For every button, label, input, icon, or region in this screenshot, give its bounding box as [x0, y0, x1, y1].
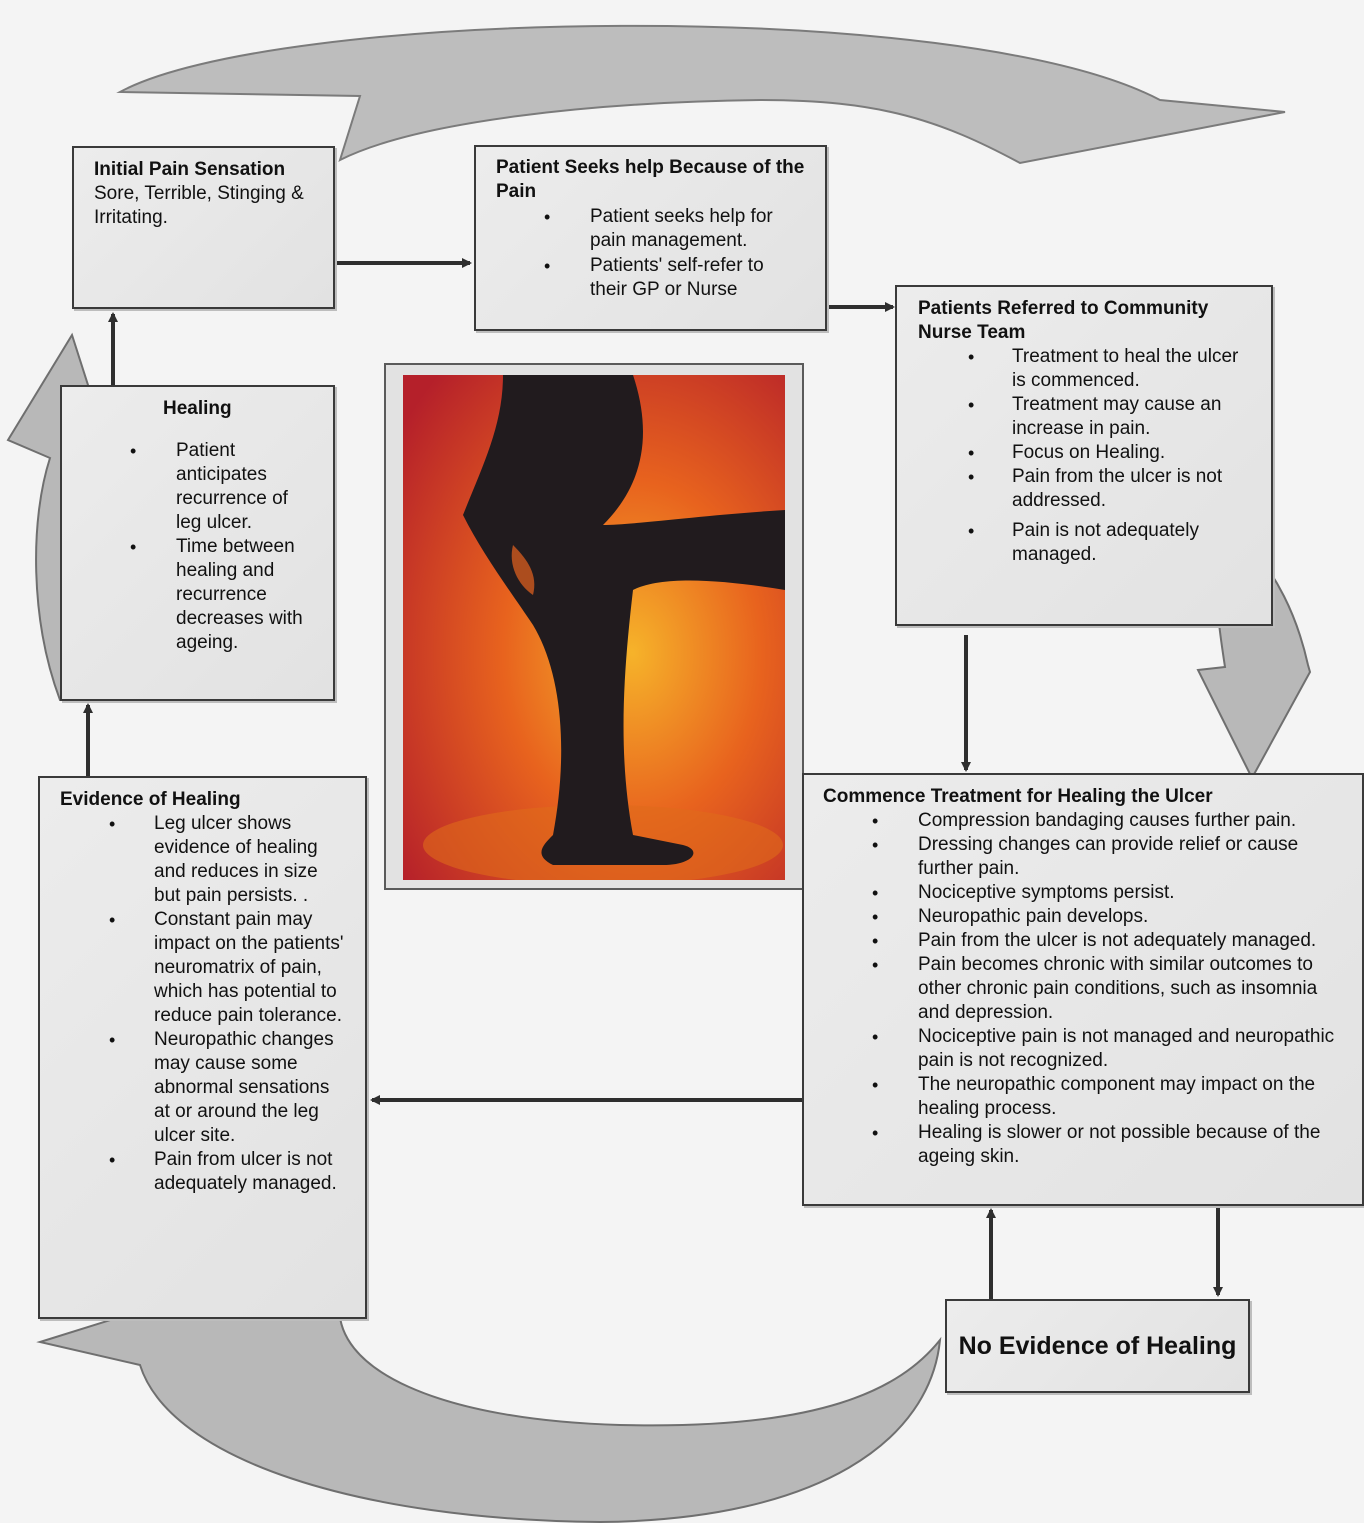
cycle-arrow-bottom [36, 1290, 942, 1523]
seeks-item: Patient seeks help for pain management. [496, 205, 805, 253]
referred-item: Pain is not adequately managed. [918, 519, 1250, 567]
no-evidence-title: No Evidence of Healing [958, 1331, 1237, 1360]
healing-list: Patient anticipates recurrence of leg ul… [80, 439, 315, 655]
referred-item: Treatment may cause an increase in pain. [918, 393, 1250, 441]
referred-item: Focus on Healing. [918, 441, 1250, 465]
seeks-item: Patients' self-refer to their GP or Nurs… [496, 254, 805, 302]
healing-title: Healing [163, 398, 232, 419]
commence-item: Healing is slower or not possible becaus… [823, 1121, 1343, 1169]
box-no-evidence-of-healing: No Evidence of Healing [945, 1299, 1250, 1393]
healing-item: Patient anticipates recurrence of leg ul… [80, 439, 315, 535]
evidence-item: Constant pain may impact on the patients… [60, 908, 345, 1028]
box-patient-seeks-help: Patient Seeks help Because of the Pain P… [474, 145, 827, 331]
commence-list: Compression bandaging causes further pai… [823, 809, 1343, 1169]
initial-title: Initial Pain Sensation [94, 159, 286, 180]
seeks-list: Patient seeks help for pain management. … [496, 205, 805, 302]
referred-list: Treatment to heal the ulcer is commenced… [918, 345, 1250, 567]
commence-item: Dressing changes can provide relief or c… [823, 833, 1343, 881]
cycle-arrow-top [116, 24, 1286, 165]
healing-item: Time between healing and recurrence decr… [80, 535, 315, 655]
box-patients-referred: Patients Referred to Community Nurse Tea… [895, 285, 1273, 626]
commence-item: Neuropathic pain develops. [823, 905, 1343, 929]
commence-item: Pain becomes chronic with similar outcom… [823, 953, 1343, 1025]
evidence-item: Leg ulcer shows evidence of healing and … [60, 812, 345, 908]
photo-frame [384, 363, 804, 890]
evidence-item: Neuropathic changes may cause some abnor… [60, 1028, 345, 1148]
box-commence-treatment: Commence Treatment for Healing the Ulcer… [802, 773, 1364, 1206]
referred-item: Treatment to heal the ulcer is commenced… [918, 345, 1250, 393]
commence-item: Nociceptive pain is not managed and neur… [823, 1025, 1343, 1073]
seeks-title: Patient Seeks help Because of the Pain [496, 157, 805, 202]
commence-item: Pain from the ulcer is not adequately ma… [823, 929, 1343, 953]
commence-item: Compression bandaging causes further pai… [823, 809, 1343, 833]
referred-title: Patients Referred to Community Nurse Tea… [918, 298, 1209, 343]
box-initial-pain-sensation: Initial Pain Sensation Sore, Terrible, S… [72, 146, 335, 309]
commence-item: Nociceptive symptoms persist. [823, 881, 1343, 905]
commence-item: The neuropathic component may impact on … [823, 1073, 1343, 1121]
referred-item: Pain from the ulcer is not addressed. [918, 465, 1250, 513]
commence-title: Commence Treatment for Healing the Ulcer [823, 786, 1213, 807]
initial-text: Sore, Terrible, Stinging & Irritating. [94, 183, 304, 228]
evidence-title: Evidence of Healing [60, 789, 241, 810]
box-evidence-of-healing: Evidence of Healing Leg ulcer shows evid… [38, 776, 367, 1319]
box-healing: Healing Patient anticipates recurrence o… [60, 385, 335, 701]
evidence-list: Leg ulcer shows evidence of healing and … [60, 812, 345, 1196]
leg-silhouette-photo [403, 375, 785, 880]
evidence-item: Pain from ulcer is not adequately manage… [60, 1148, 345, 1196]
